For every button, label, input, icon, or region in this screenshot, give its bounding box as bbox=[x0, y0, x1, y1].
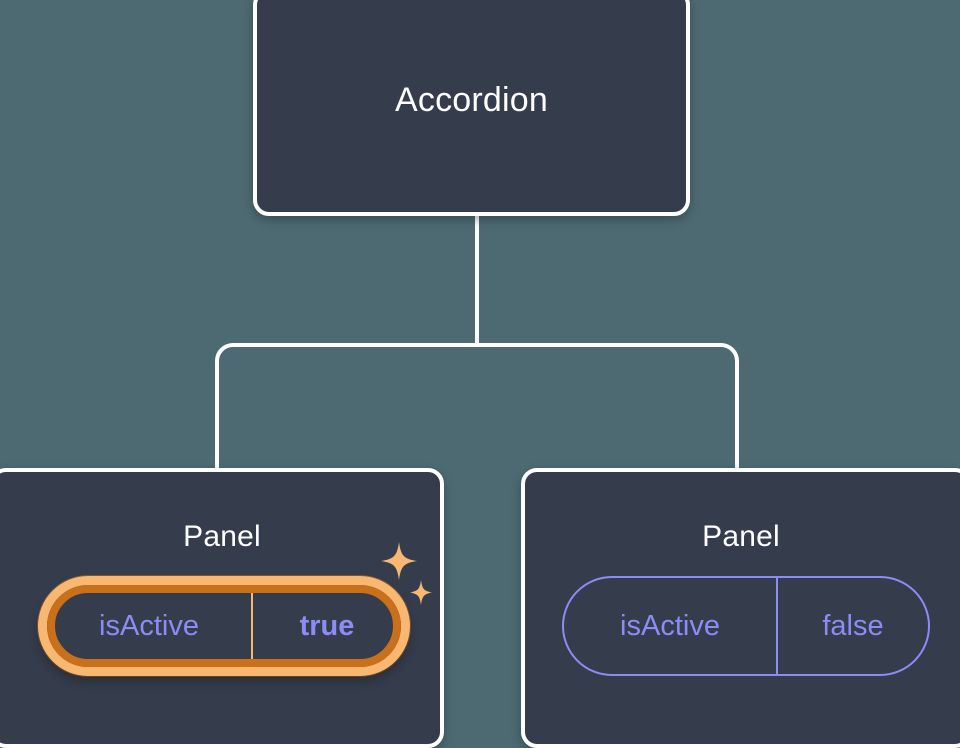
node-panel-active[interactable]: Panel isActive true bbox=[0, 468, 444, 748]
prop-pill-isactive-false[interactable]: isActive false bbox=[562, 576, 930, 676]
edge-root-to-panel-1 bbox=[477, 343, 739, 470]
sparkle-icon-small bbox=[410, 580, 432, 605]
node-panel-active-label: Panel bbox=[183, 520, 261, 553]
prop-name: isActive bbox=[99, 609, 199, 642]
edge-root-to-panel-0 bbox=[215, 343, 477, 470]
prop-value: false bbox=[776, 578, 928, 674]
node-accordion-label: Accordion bbox=[395, 81, 548, 119]
prop-pill-wrap-active: isActive true bbox=[38, 576, 410, 676]
node-panel-inactive[interactable]: Panel isActive false bbox=[521, 468, 960, 748]
node-panel-inactive-label: Panel bbox=[702, 520, 780, 553]
prop-pill-wrap-inactive: isActive false bbox=[562, 576, 930, 676]
prop-name: isActive bbox=[620, 609, 720, 642]
prop-value: true bbox=[251, 585, 401, 667]
node-accordion[interactable]: Accordion bbox=[253, 0, 690, 216]
prop-pill-isactive-true[interactable]: isActive true bbox=[38, 576, 410, 676]
